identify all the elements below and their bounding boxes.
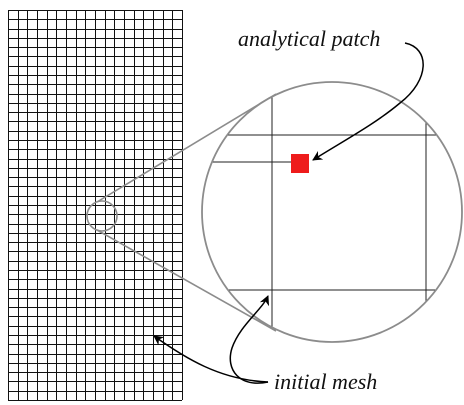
analytical-patch-label: analytical patch xyxy=(238,26,380,51)
zoom-background xyxy=(202,82,462,342)
zoom-tangent-lower xyxy=(96,229,277,332)
analytical-patch-arrow xyxy=(312,42,424,161)
initial-mesh-arrow-to-zoom xyxy=(229,295,270,384)
initial-mesh-arrow-to-grid xyxy=(153,335,269,383)
initial-mesh-grid xyxy=(8,10,183,401)
analytical-patch-square xyxy=(291,154,309,173)
magnifier-lens-circle xyxy=(86,200,118,232)
initial-mesh-label: initial mesh xyxy=(274,369,377,394)
zoomed-view xyxy=(201,81,463,343)
zoom-circle-outline xyxy=(201,81,463,343)
zoom-tangent-upper xyxy=(96,93,277,203)
